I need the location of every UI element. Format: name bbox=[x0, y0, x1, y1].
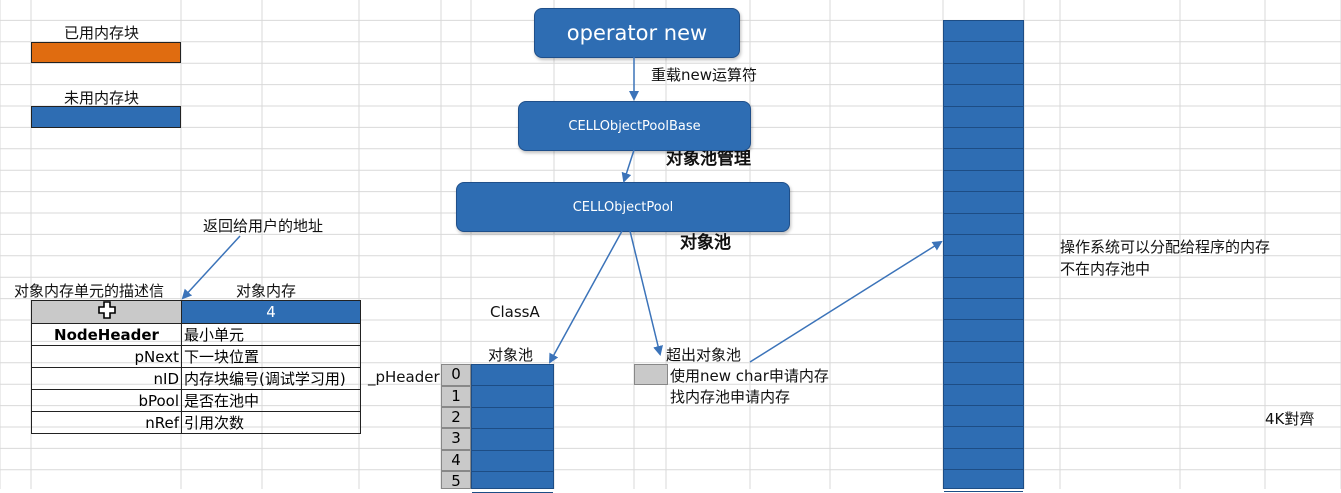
legend-unused-label: 未用内存块 bbox=[64, 89, 140, 107]
pool-index: 1 bbox=[441, 386, 471, 407]
row-desc: 引用次数 bbox=[181, 411, 361, 434]
mem-header: 对象内存 bbox=[236, 282, 297, 300]
row-desc: 内存块编号(调试学习用) bbox=[181, 367, 361, 390]
os-memory-cell bbox=[944, 149, 1023, 171]
os-memory-cell bbox=[944, 406, 1023, 428]
overflow-line2: 找内存池申请内存 bbox=[670, 388, 791, 406]
desc-header: 对象内存单元的描述信 bbox=[14, 282, 165, 300]
row-name: nRef bbox=[31, 411, 182, 434]
pool-manage-label: 对象池管理 bbox=[666, 149, 751, 169]
os-memory-cell bbox=[944, 385, 1023, 407]
os-memory-cell bbox=[944, 85, 1023, 107]
overflow-block bbox=[634, 364, 668, 385]
os-memory-cell bbox=[944, 214, 1023, 235]
row-name: NodeHeader bbox=[31, 323, 182, 346]
os-memory-cell bbox=[944, 171, 1023, 193]
table-row: nRef 引用次数 bbox=[31, 411, 361, 434]
overflow-line1: 使用new char申请内存 bbox=[670, 367, 829, 385]
os-memory-cell bbox=[944, 278, 1023, 300]
return-address-label: 返回给用户的地址 bbox=[203, 217, 324, 235]
pool-index: 0 bbox=[441, 364, 471, 386]
table-row: NodeHeader 最小单元 bbox=[31, 323, 361, 346]
os-memory-cell bbox=[944, 192, 1023, 214]
overflow-title: 超出对象池 bbox=[666, 346, 742, 364]
pool-box: CELLObjectPool bbox=[456, 182, 790, 232]
node-table: 4 NodeHeader 最小单元 pNext 下一块位置 nID 内存块编号(… bbox=[31, 300, 361, 434]
os-memory-cell bbox=[944, 363, 1023, 385]
class-a-label: ClassA bbox=[490, 303, 540, 321]
row-name: bPool bbox=[31, 389, 182, 412]
pool-label: 对象池 bbox=[680, 233, 731, 253]
table-row: bPool 是否在池中 bbox=[31, 389, 361, 412]
align-label: 4K對齊 bbox=[1265, 410, 1315, 428]
legend-used-swatch bbox=[31, 42, 181, 63]
pool-blocks bbox=[471, 364, 554, 493]
pool-index: 3 bbox=[441, 428, 471, 450]
os-memory-cell bbox=[944, 235, 1023, 257]
row-desc: 是否在池中 bbox=[181, 389, 361, 412]
os-memory-cell bbox=[944, 449, 1023, 471]
pool-base-box: CELLObjectPoolBase bbox=[518, 101, 751, 151]
legend-used-label: 已用内存块 bbox=[64, 24, 140, 42]
os-memory-column bbox=[943, 20, 1024, 492]
pheader-label: _pHeader bbox=[368, 368, 440, 386]
pool-index: 4 bbox=[441, 450, 471, 471]
row-name: nID bbox=[31, 367, 182, 390]
os-memory-cell bbox=[944, 342, 1023, 364]
os-memory-cell bbox=[944, 107, 1023, 128]
os-memory-cell bbox=[944, 128, 1023, 150]
row-desc: 下一块位置 bbox=[181, 345, 361, 368]
os-memory-cell bbox=[944, 64, 1023, 86]
operator-new-box: operator new bbox=[534, 8, 740, 58]
row-desc: 最小单元 bbox=[181, 323, 361, 346]
os-memory-cell bbox=[944, 21, 1023, 43]
os-memory-cell bbox=[944, 256, 1023, 278]
os-memory-cell bbox=[944, 470, 1023, 492]
cursor-cell bbox=[31, 300, 182, 324]
os-memory-cell bbox=[944, 42, 1023, 64]
overload-label: 重载new运算符 bbox=[651, 66, 758, 84]
os-memory-cell bbox=[944, 299, 1023, 321]
os-memory-cell bbox=[944, 427, 1023, 449]
os-memory-line1: 操作系统可以分配给程序的内存 bbox=[1060, 238, 1271, 256]
pool-index: 2 bbox=[441, 407, 471, 428]
os-memory-line2: 不在内存池中 bbox=[1060, 260, 1151, 278]
legend-unused-swatch bbox=[31, 106, 181, 128]
cursor-plus-icon bbox=[97, 301, 116, 323]
object-pool-label: 对象池 bbox=[488, 346, 534, 364]
row-name: pNext bbox=[31, 345, 182, 368]
mem-value-cell: 4 bbox=[181, 300, 361, 324]
pool-index: 5 bbox=[441, 471, 471, 490]
table-row: 4 bbox=[31, 300, 361, 324]
table-row: pNext 下一块位置 bbox=[31, 345, 361, 368]
table-row: nID 内存块编号(调试学习用) bbox=[31, 367, 361, 390]
os-memory-cell bbox=[944, 320, 1023, 342]
